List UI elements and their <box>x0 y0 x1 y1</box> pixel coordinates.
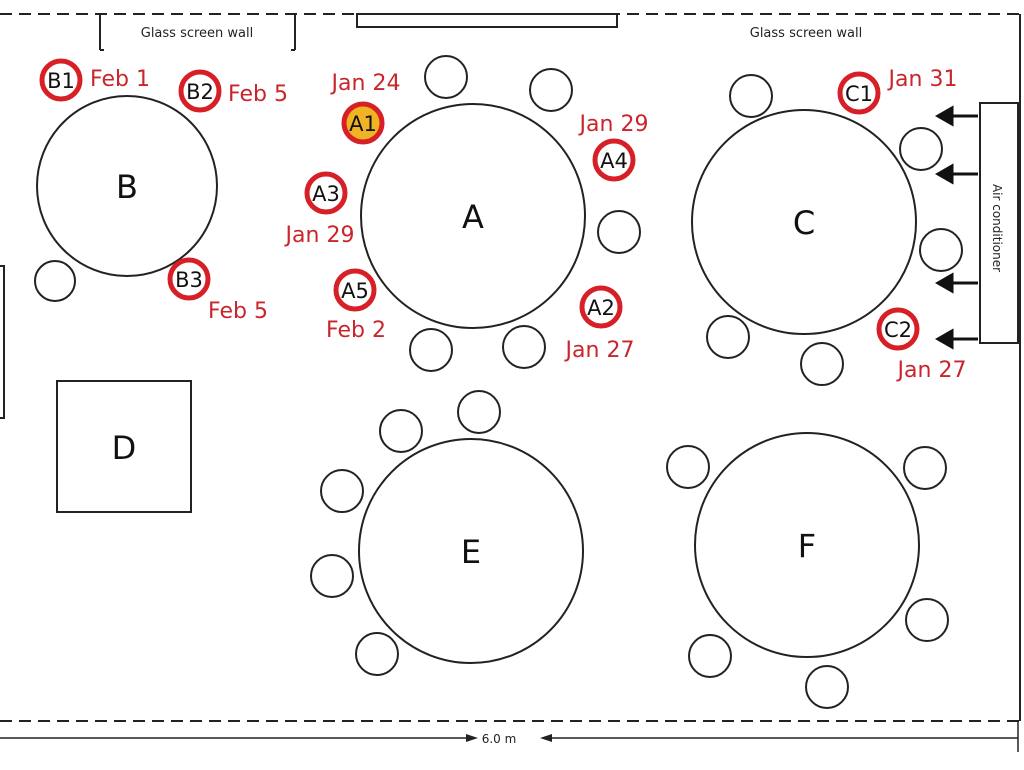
air-conditioner-label: Air conditioner <box>990 184 1004 272</box>
case-date-a1: Jan 24 <box>330 71 401 96</box>
airflow-arrows <box>934 105 978 350</box>
seat-empty <box>919 228 963 272</box>
table-e <box>358 438 584 664</box>
seat-empty <box>424 55 468 99</box>
case-label-a3: A3 <box>312 182 340 206</box>
case-seat-a2 <box>579 285 623 329</box>
seat-empty <box>729 74 773 118</box>
glass-screen-panel <box>356 13 618 28</box>
seat-empty <box>409 328 453 372</box>
case-label-b1: B1 <box>47 69 75 93</box>
case-seat-b3 <box>167 257 211 301</box>
table-f <box>694 432 920 658</box>
dimension-label: 6.0 m <box>482 732 517 746</box>
seat-empty <box>310 554 354 598</box>
seat-empty <box>355 632 399 676</box>
case-seat-a1-index <box>341 101 385 145</box>
seat-empty <box>457 390 501 434</box>
case-label-a2: A2 <box>587 296 615 320</box>
case-seat-c1 <box>837 71 881 115</box>
case-date-c1: Jan 31 <box>887 67 958 92</box>
case-seat-a5 <box>333 268 377 312</box>
glass-screen-wall-left-label: Glass screen wall <box>141 26 254 41</box>
case-date-b3: Feb 5 <box>208 299 268 324</box>
seat-empty <box>800 342 844 386</box>
seat-empty <box>899 127 943 171</box>
case-date-a4: Jan 29 <box>578 112 649 137</box>
seat-empty <box>688 634 732 678</box>
air-conditioner <box>979 102 1019 344</box>
case-seat-b1 <box>39 58 83 102</box>
seat-empty <box>502 325 546 369</box>
seat-empty <box>905 598 949 642</box>
seat-empty <box>320 469 364 513</box>
seat-empty <box>597 210 641 254</box>
table-d-label: D <box>112 429 137 467</box>
case-date-c2: Jan 27 <box>896 358 967 383</box>
table-f-label: F <box>798 527 816 565</box>
case-label-c2: C2 <box>884 318 912 342</box>
case-date-b1: Feb 1 <box>90 67 150 92</box>
case-date-a2: Jan 27 <box>564 338 635 363</box>
table-d <box>56 380 192 513</box>
table-e-label: E <box>461 533 481 571</box>
case-seat-a4 <box>592 138 636 182</box>
seat-empty <box>666 445 710 489</box>
seat-empty <box>34 260 76 302</box>
case-label-b3: B3 <box>175 268 203 292</box>
table-b-label: B <box>116 168 138 206</box>
glass-screen-wall-right-label: Glass screen wall <box>750 26 863 41</box>
table-a <box>360 103 586 329</box>
case-label-c1: C1 <box>845 82 873 106</box>
glass-screen-wall-left <box>99 14 296 51</box>
seat-empty <box>529 68 573 112</box>
seat-empty <box>706 315 750 359</box>
seat-empty <box>805 665 849 709</box>
table-c <box>691 109 917 335</box>
seat-empty <box>903 446 947 490</box>
case-label-b2: B2 <box>186 80 214 104</box>
table-b <box>36 95 218 277</box>
case-label-a4: A4 <box>600 149 628 173</box>
table-a-label: A <box>462 198 484 236</box>
case-date-a3: Jan 29 <box>284 223 355 248</box>
case-seat-c2 <box>876 307 920 351</box>
dimension-line <box>0 722 1019 752</box>
case-date-a5: Feb 2 <box>326 318 386 343</box>
table-c-label: C <box>793 204 815 242</box>
case-seat-a3 <box>304 171 348 215</box>
case-label-a5: A5 <box>341 279 369 303</box>
seat-empty <box>379 409 423 453</box>
left-partition <box>0 265 5 419</box>
case-label-a1: A1 <box>349 112 377 136</box>
case-seat-b2 <box>178 69 222 113</box>
case-date-b2: Feb 5 <box>228 82 288 107</box>
